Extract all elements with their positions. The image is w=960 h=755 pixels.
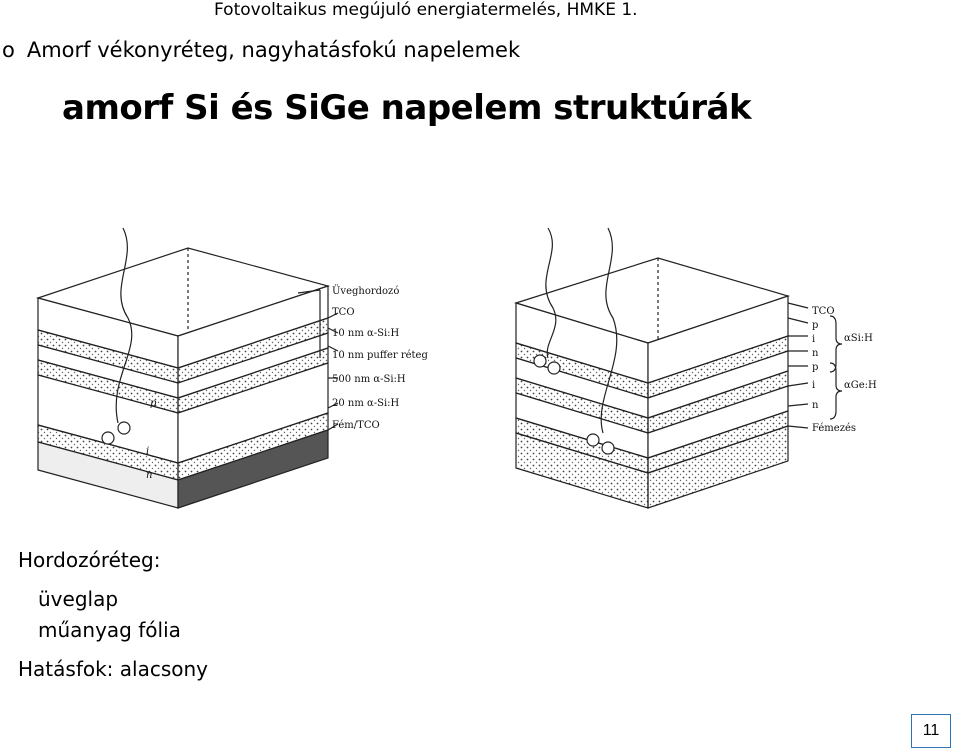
left-letter-n: n <box>146 470 152 481</box>
right-group-age: αGe:H <box>844 380 877 391</box>
efficiency-text: Hatásfok: alacsony <box>18 657 208 681</box>
bullet-marker: o <box>2 38 15 62</box>
left-label-6: Fém/TCO <box>332 420 380 431</box>
bullet-text: Amorf vékonyréteg, nagyhatásfokú napelem… <box>26 38 521 62</box>
left-label-0: Üveghordozó <box>332 285 399 297</box>
right-label-i2: i <box>812 380 815 391</box>
left-label-5: 20 nm α-Si:H <box>332 398 400 409</box>
figure-title: amorf Si és SiGe napelem struktúrák <box>62 88 752 128</box>
substrate-item-foil: műanyag fólia <box>38 618 181 642</box>
right-label-n2: n <box>812 400 819 411</box>
left-label-3: 10 nm puffer réteg <box>332 350 428 361</box>
left-letter-i: i <box>146 446 149 457</box>
right-label-p1: p <box>812 320 818 331</box>
left-letter-p: p <box>150 398 157 409</box>
substrate-item-glass: üveglap <box>38 587 119 611</box>
left-label-2: 10 nm α-Si:H <box>332 328 400 339</box>
left-label-1: TCO <box>332 307 355 318</box>
tandem-sige-structure-diagram: TCO p i n p i n Fémezés αSi:H αGe:H <box>513 227 877 509</box>
right-label-p2: p <box>812 362 818 373</box>
right-label-metal: Fémezés <box>812 423 856 434</box>
right-label-tco: TCO <box>812 306 835 317</box>
amorphous-si-structure-diagram: Üveghordozó TCO 10 nm α-Si:H 10 nm puffe… <box>35 227 428 509</box>
right-label-i1: i <box>812 334 815 345</box>
right-group-asi: αSi:H <box>844 333 873 344</box>
left-label-4: 500 nm α-Si:H <box>332 374 406 385</box>
page-number: 11 <box>911 714 951 748</box>
substrate-heading: Hordozóréteg: <box>18 548 161 572</box>
bullet-line: o Amorf vékonyréteg, nagyhatásfokú napele… <box>2 38 520 62</box>
slide-header: Fotovoltaikus megújuló energiatermelés, … <box>214 0 638 20</box>
right-label-n1: n <box>812 348 819 359</box>
